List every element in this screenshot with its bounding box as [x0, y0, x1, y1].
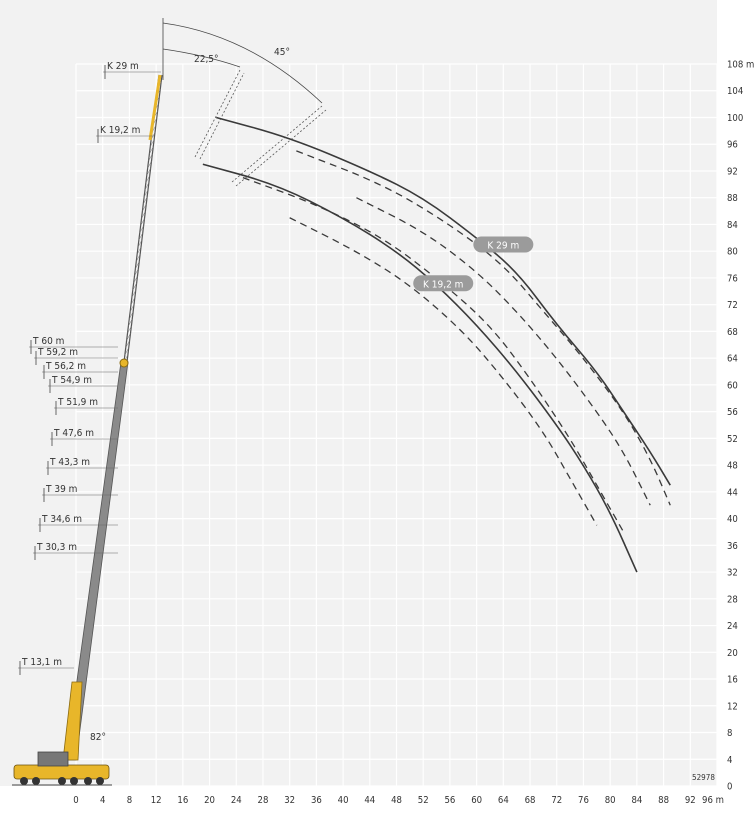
envelope-solid-curve — [216, 116, 671, 486]
x-tick-label: 44 — [364, 795, 375, 806]
y-tick-label: 100 — [727, 113, 743, 124]
telescopic-boom-label: T 56,2 m — [45, 361, 86, 372]
x-tick-label: 68 — [525, 795, 536, 806]
x-tick-label: 8 — [127, 795, 132, 806]
boom-base-section — [62, 681, 83, 761]
x-tick-label: 40 — [338, 795, 349, 806]
x-tick-label: 92 — [685, 795, 696, 806]
angle-label-45: 45° — [274, 47, 290, 58]
crane-boom — [12, 74, 163, 786]
x-tick-label: 24 — [231, 795, 242, 806]
y-tick-label: 28 — [727, 594, 738, 605]
jib-length-label: K 29 m — [107, 61, 139, 72]
y-tick-label: 44 — [727, 487, 738, 498]
x-tick-label: 56 — [444, 795, 455, 806]
y-tick-label: 104 — [727, 86, 743, 97]
angle-arcs — [162, 18, 323, 104]
crane-wheels — [20, 777, 104, 785]
angle-label-82: 82° — [90, 732, 106, 743]
x-tick-label: 0 — [73, 795, 78, 806]
telescopic-boom-label: T 30,3 m — [36, 542, 77, 553]
y-tick-label: 72 — [727, 300, 738, 311]
jib-tip-section — [148, 74, 162, 141]
curve-labels: K 29 m K 19,2 m — [413, 236, 534, 292]
crane-cab — [37, 751, 69, 767]
y-tick-label: 12 — [727, 701, 738, 712]
x-tick-label: 96 m — [702, 795, 724, 806]
x-tick-label: 20 — [204, 795, 215, 806]
telescopic-boom-label: T 13,1 m — [21, 657, 62, 668]
x-tick-label: 4 — [100, 795, 105, 806]
y-tick-label: 56 — [727, 407, 738, 418]
y-tick-label: 20 — [727, 648, 738, 659]
x-tick-label: 28 — [258, 795, 269, 806]
y-tick-label: 4 — [727, 755, 732, 766]
y-tick-label: 84 — [727, 220, 738, 231]
jib-length-labels: K 29 m K 19,2 m — [96, 61, 161, 143]
telescopic-boom-label: T 34,6 m — [41, 514, 82, 525]
x-tick-label: 64 — [498, 795, 509, 806]
y-tick-label: 32 — [727, 568, 738, 579]
y-tick-label: 16 — [727, 675, 738, 686]
y-tick-label: 24 — [727, 621, 738, 632]
y-tick-label: 36 — [727, 541, 738, 552]
y-tick-label: 68 — [727, 327, 738, 338]
x-tick-label: 72 — [551, 795, 562, 806]
telescopic-boom-label: T 51,9 m — [57, 397, 98, 408]
crane-carrier — [13, 764, 110, 780]
angle-label-22-5: 22,5° — [194, 54, 219, 65]
envelope-solid-curve — [202, 163, 638, 573]
telescopic-boom-label: T 39 m — [45, 484, 77, 495]
x-tick-label: 60 — [471, 795, 482, 806]
y-tick-label: 80 — [727, 247, 738, 258]
x-tick-label: 80 — [605, 795, 616, 806]
envelope-dashed-curve — [296, 150, 671, 506]
y-tick-label: 108 m — [727, 60, 754, 71]
y-tick-label: 8 — [727, 728, 732, 739]
y-tick-label: 96 — [727, 140, 738, 151]
boom-head — [119, 358, 129, 368]
y-tick-label: 0 — [727, 782, 732, 793]
telescopic-boom-label: T 60 m — [32, 336, 64, 347]
boom-length-labels: T 60 mT 59,2 m T 56,2 m T 54,9 m T 51,9 m T … — [18, 336, 118, 675]
luffing-jib-sketches — [194, 69, 327, 187]
y-tick-label: 52 — [727, 434, 738, 445]
curve-badge — [413, 275, 474, 292]
x-tick-label: 48 — [391, 795, 402, 806]
x-tick-label: 52 — [418, 795, 429, 806]
drawing-id: 52978 — [692, 773, 715, 782]
jib-length-label: K 19,2 m — [100, 125, 140, 136]
y-axis-ticks: 0481216202428323640444852566064687276808… — [727, 60, 754, 793]
y-tick-label: 40 — [727, 514, 738, 525]
x-tick-label: 76 — [578, 795, 589, 806]
curve-badge — [473, 236, 534, 253]
x-tick-label: 12 — [151, 795, 162, 806]
envelope-dashed-curve — [356, 197, 651, 506]
curve-badge-label: K 29 m — [487, 241, 519, 252]
y-tick-label: 76 — [727, 273, 738, 284]
y-tick-label: 48 — [727, 461, 738, 472]
x-tick-label: 36 — [311, 795, 322, 806]
envelope-dashed-curve — [289, 217, 598, 526]
telescopic-boom-label: T 47,6 m — [53, 428, 94, 439]
y-tick-label: 60 — [727, 380, 738, 391]
y-tick-label: 88 — [727, 193, 738, 204]
envelope-dashed-curve — [242, 177, 625, 533]
telescopic-boom-label: T 59,2 m — [37, 347, 78, 358]
x-tick-label: 16 — [177, 795, 188, 806]
y-tick-label: 92 — [727, 166, 738, 177]
y-tick-label: 64 — [727, 354, 738, 365]
x-tick-label: 84 — [631, 795, 642, 806]
x-tick-label: 32 — [284, 795, 295, 806]
telescopic-boom-label: T 54,9 m — [51, 375, 92, 386]
curve-badge-label: K 19,2 m — [423, 279, 463, 290]
working-range-curves — [202, 116, 671, 573]
x-tick-label: 88 — [658, 795, 669, 806]
telescopic-boom-label: T 43,3 m — [49, 457, 90, 468]
